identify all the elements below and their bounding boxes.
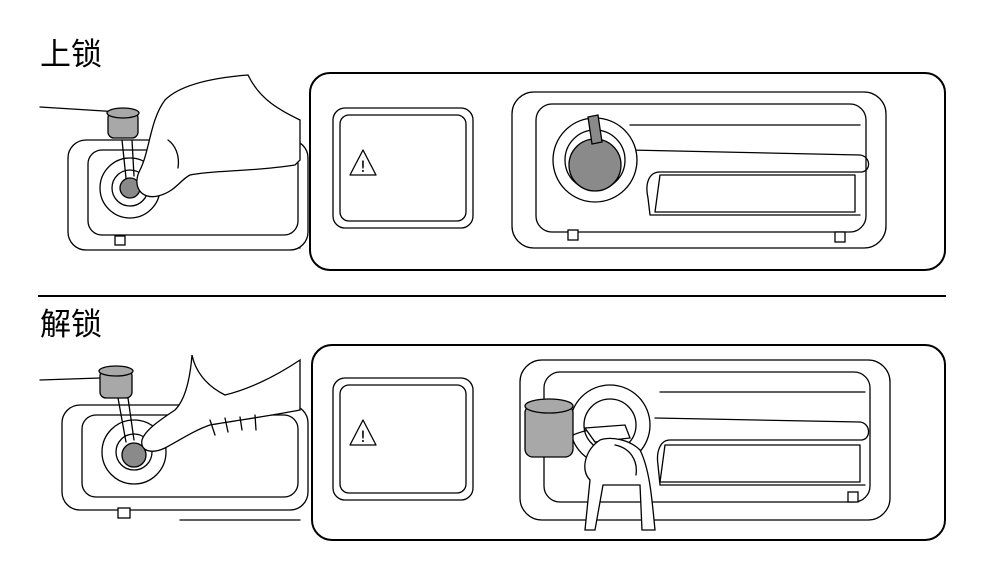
key-fob bbox=[584, 437, 656, 531]
lock-state-panel: ! bbox=[309, 72, 946, 271]
warning-icon bbox=[349, 419, 377, 446]
warning-label bbox=[332, 377, 474, 501]
unlock-hand-illustration bbox=[39, 354, 309, 521]
warning-label bbox=[332, 107, 474, 229]
key bbox=[583, 424, 631, 443]
lock-hand-illustration bbox=[39, 74, 309, 251]
svg-text:!: ! bbox=[360, 157, 366, 176]
warning-icon bbox=[349, 149, 377, 176]
section-title-unlock: 解锁 bbox=[40, 307, 102, 343]
section-title-lock: 上锁 bbox=[40, 37, 102, 73]
key-cylinder-cap bbox=[568, 138, 622, 192]
unlock-state-panel: ! bbox=[311, 344, 946, 541]
svg-text:!: ! bbox=[360, 427, 366, 446]
